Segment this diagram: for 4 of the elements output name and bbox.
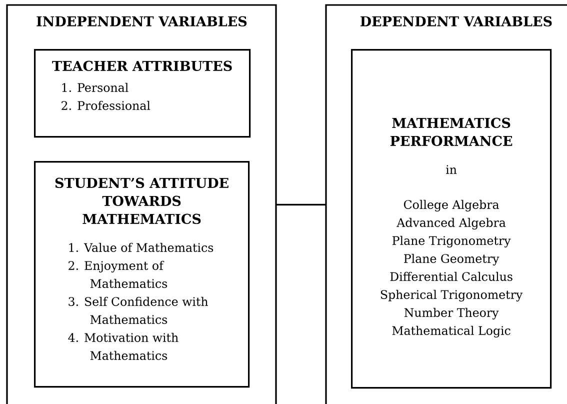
variable-box: TEACHER ATTRIBUTES 1. Personal 2. Professional	[34, 49, 251, 138]
connector-line	[276, 204, 326, 206]
variable-box: STUDENT’S ATTITUDE TOWARDS MATHEMATICS 1. Value of Mathematics 2. Enjoyment of Mathematics 3. Self Confidence with Mathematics 4. Motivation with Mathematics	[34, 161, 250, 388]
variable-box: MATHEMATICS PERFORMANCE in College Algebra Advanced Algebra Plane Trigonometry Plane Geometry Differential Calculus Spherical Trigonometry Number Theory Mathematical Logic	[351, 49, 552, 389]
